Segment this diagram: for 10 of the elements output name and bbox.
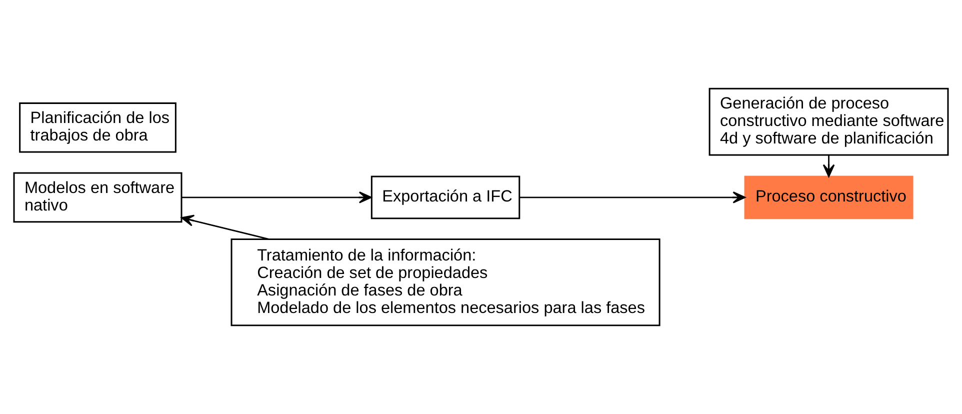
node-box: Planificación de los trabajos de obra bbox=[19, 102, 176, 153]
arrow bbox=[182, 191, 372, 204]
arrow bbox=[520, 191, 746, 204]
arrow bbox=[822, 155, 835, 178]
node-box: Exportación a IFC bbox=[370, 176, 520, 220]
node-box: Tratamiento de la información: Creación de set de propiedades Asignación de fases de obra Modelado de los elementos necesarios para las fases bbox=[230, 238, 660, 326]
arrow bbox=[180, 214, 270, 240]
node-box: Generación de proceso constructivo mediante software 4d y software de planificación bbox=[708, 88, 949, 156]
node-box: Proceso constructivo bbox=[744, 176, 914, 220]
node-box: Modelos en software nativo bbox=[13, 172, 182, 223]
